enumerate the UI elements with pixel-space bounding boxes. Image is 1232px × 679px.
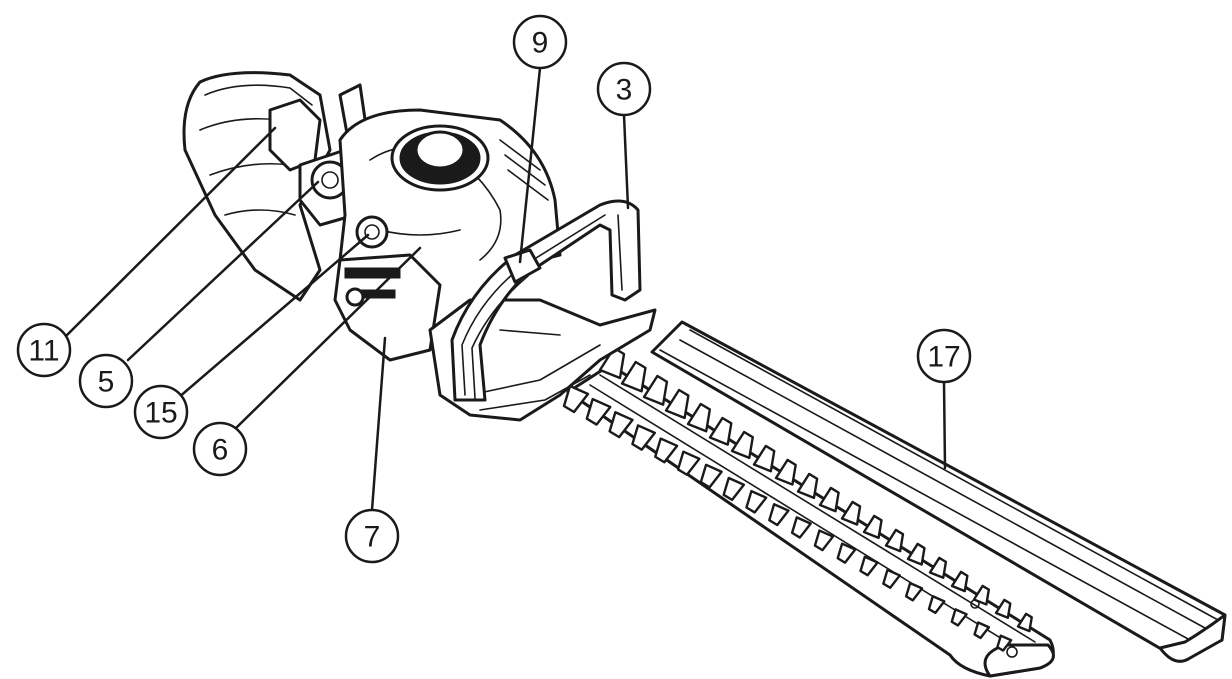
blade-tooth-lower xyxy=(904,581,924,602)
leader-5 xyxy=(126,180,320,362)
blade-tooth-upper xyxy=(730,430,754,460)
cutting-blade xyxy=(562,346,1055,678)
blade-tooth-lower xyxy=(654,437,679,464)
leader-6 xyxy=(234,246,422,430)
blade-tooth-lower xyxy=(585,397,612,426)
front-handle xyxy=(450,199,642,402)
blade-tooth-upper xyxy=(796,472,819,500)
blade-tooth-upper xyxy=(884,528,905,553)
callout-11: 11 xyxy=(16,322,72,378)
blade-tooth-upper xyxy=(620,360,647,393)
callout-9: 9 xyxy=(512,14,568,70)
blade-tooth-lower xyxy=(882,568,901,589)
leader-3 xyxy=(622,113,630,210)
blade-tooth-lower xyxy=(722,476,746,502)
leader-lines xyxy=(62,66,947,512)
blade-tooth-lower xyxy=(676,450,701,476)
blade-tooth-upper xyxy=(994,598,1012,619)
leader-11 xyxy=(62,126,277,340)
blade-tooth-lower xyxy=(699,463,723,489)
blade-tooth-upper xyxy=(818,486,840,513)
blade-tooth-lower xyxy=(562,384,590,414)
callout-label-11: 11 xyxy=(28,335,59,368)
blade-tooth-upper xyxy=(950,570,969,593)
callout-6: 6 xyxy=(192,421,248,477)
callout-7: 7 xyxy=(344,508,400,564)
blade-tooth-lower xyxy=(768,503,790,527)
blade-tooth-upper xyxy=(686,402,712,433)
blade-tooth-lower xyxy=(927,595,946,615)
leader-7 xyxy=(370,336,387,512)
blade-tooth-upper xyxy=(862,514,883,540)
leader-9 xyxy=(518,66,542,264)
callout-15: 15 xyxy=(133,384,189,440)
blade-tooth-upper xyxy=(774,458,797,486)
callout-label-17: 17 xyxy=(927,341,960,374)
blade-tooth-upper xyxy=(752,444,776,473)
blade-tooth-lower xyxy=(813,529,835,552)
engine-body xyxy=(182,71,657,422)
blade-tooth-lower xyxy=(996,634,1013,652)
callout-label-5: 5 xyxy=(98,366,115,399)
blade-tooth-upper xyxy=(906,542,926,566)
leader-17 xyxy=(942,380,947,470)
blade-tooth-upper xyxy=(840,500,862,526)
blade-tooth-upper xyxy=(928,556,948,579)
blade-tooth-lower xyxy=(631,424,657,451)
blade-guard xyxy=(650,320,1227,663)
leader-15 xyxy=(176,233,370,400)
callout-label-3: 3 xyxy=(616,74,633,107)
blade-tooth-upper xyxy=(664,388,690,420)
blade-tooth-upper xyxy=(708,416,733,446)
callout-label-7: 7 xyxy=(364,521,381,554)
blade-tooth-upper xyxy=(972,584,991,606)
callout-label-15: 15 xyxy=(144,397,177,430)
blade-tooth-lower xyxy=(836,542,857,564)
callout-17: 17 xyxy=(916,328,972,384)
blade-tooth-lower xyxy=(608,411,634,439)
blade-tooth-lower xyxy=(973,621,991,640)
blade-tooth-lower xyxy=(950,608,968,627)
blade-tooth-lower xyxy=(859,555,879,577)
callout-label-6: 6 xyxy=(212,434,229,467)
callout-5: 5 xyxy=(78,353,134,409)
blade-tooth-lower xyxy=(745,489,768,514)
callout-label-9: 9 xyxy=(532,27,549,60)
blade-tooth-lower xyxy=(790,516,812,539)
blade-tooth-upper xyxy=(1016,612,1033,633)
callout-3: 3 xyxy=(596,61,652,117)
blade-tooth-upper xyxy=(642,374,669,406)
